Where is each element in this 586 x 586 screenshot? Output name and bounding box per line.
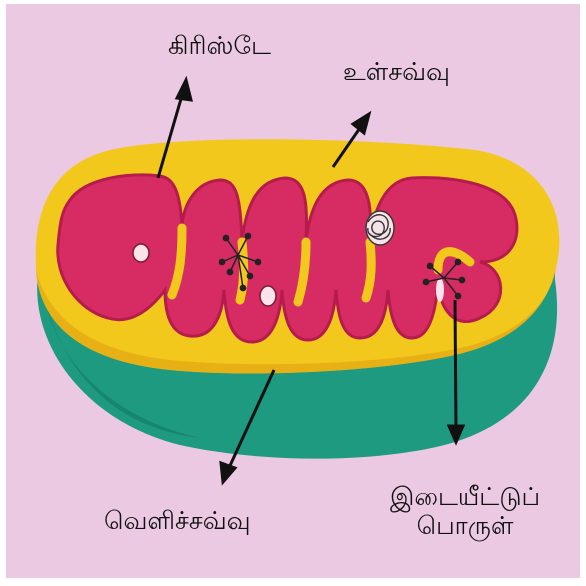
- label-inner-membrane: உள்சவ்வு: [343, 58, 450, 87]
- label-outer-membrane: வெளிச்சவ்வு: [104, 507, 251, 536]
- matrix-granule: [133, 244, 149, 262]
- label-intermembrane-line2: பொருள்: [390, 512, 540, 541]
- label-cristae: கிரிஸ்டே: [168, 32, 271, 61]
- matrix-granule: [436, 278, 444, 302]
- label-intermembrane-line1: இடையீட்டுப்: [390, 483, 540, 512]
- matrix-granule: [260, 286, 276, 306]
- intermembrane-arrow: [455, 300, 456, 430]
- label-intermembrane-space: இடையீட்டுப் பொருள்: [390, 483, 540, 541]
- dna-icon: [366, 211, 394, 245]
